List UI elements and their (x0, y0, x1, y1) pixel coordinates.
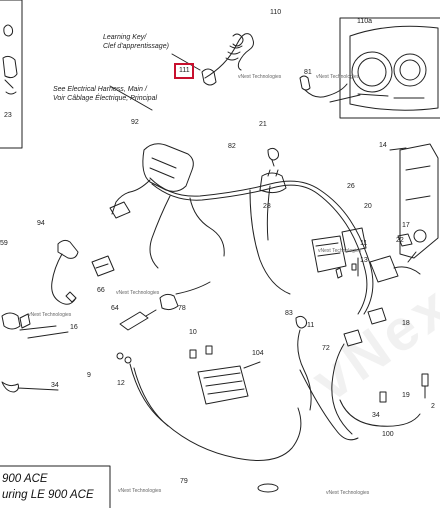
learning-key-plug (201, 68, 217, 86)
watermark-6: vNext Technologies (118, 488, 162, 494)
label-79: 79 (180, 478, 188, 485)
bracket-14 (399, 143, 439, 259)
label-78: 78 (178, 305, 186, 312)
connector-66 (91, 255, 115, 277)
connector-78 (159, 293, 179, 311)
label-22: 22 (396, 237, 404, 244)
label-104: 104 (252, 350, 264, 357)
connector-81 (299, 75, 311, 91)
label-20: 20 (364, 203, 372, 210)
label-92: 92 (131, 119, 139, 126)
gauge-cluster (349, 25, 439, 111)
connector-17 (397, 233, 413, 247)
label-111: 111 (179, 67, 190, 74)
watermark-3: vNext Technologies (318, 248, 362, 254)
label-14: 14 (379, 142, 387, 149)
label-21: 21 (259, 121, 267, 128)
label-83: 83 (285, 310, 293, 317)
watermark-4: vNext Technologies (116, 290, 160, 296)
gauge-inset-box (339, 17, 440, 119)
cable-79 (129, 363, 302, 461)
voltage-regulator-104 (197, 365, 249, 405)
label-64: 64 (111, 305, 119, 312)
watermark-7: vNext Technologies (326, 490, 370, 496)
main-harness (149, 177, 374, 315)
label-110a: 110a (357, 18, 373, 25)
inset-box-bottom (0, 465, 111, 508)
label-28: 28 (263, 203, 271, 210)
label-34-right: 34 (372, 412, 380, 419)
label-23: 23 (4, 112, 12, 119)
connector-92 (142, 143, 194, 192)
label-100: 100 (382, 431, 394, 438)
model-name-2: uring LE 900 ACE (2, 489, 94, 501)
label-82: 82 (228, 143, 236, 150)
connector-83 (295, 315, 307, 329)
label-59: 59 (0, 240, 8, 247)
connector-94 (57, 239, 79, 259)
learning-key-note-line2: Clef d'apprentissage) (103, 42, 169, 50)
label-18: 18 (402, 320, 410, 327)
learning-key-note: Learning Key/ Clef d'apprentissage) (103, 34, 169, 51)
watermark-1: vNext Technologies (238, 74, 282, 80)
label-94: 94 (37, 220, 45, 227)
harness-note-line2: Voir Câblage Électrique, Principal (53, 94, 158, 102)
label-10: 10 (189, 329, 197, 336)
watermark-2: vNext Technologies (316, 74, 360, 80)
connector-59 (1, 312, 31, 330)
connector-18 (367, 307, 387, 325)
sensor-64 (119, 309, 157, 331)
label-12: 12 (117, 380, 125, 387)
label-17: 17 (402, 222, 410, 229)
cable-100 (339, 399, 421, 427)
label-11: 11 (360, 240, 368, 247)
harness-note-line1: See Electrical Harness, Main / (53, 86, 147, 93)
label-11-lower: 11 (307, 322, 315, 329)
label-13: 13 (360, 257, 368, 264)
label-16: 16 (70, 324, 78, 331)
connector-72 (343, 329, 363, 347)
label-2: 2 (431, 403, 435, 410)
watermark-5: vNext Technologies (28, 312, 72, 318)
inset-part-clip (2, 55, 18, 95)
fuse-10 (189, 345, 213, 359)
connector-92b (109, 201, 131, 219)
relay-20 (341, 227, 367, 253)
label-26: 26 (347, 183, 355, 190)
label-66: 66 (97, 287, 105, 294)
inset-part-top (3, 24, 14, 37)
harness-reference-note: See Electrical Harness, Main / Voir Câbl… (53, 86, 157, 103)
learning-key-note-line1: Learning Key/ (103, 34, 147, 41)
label-81: 81 (304, 69, 312, 76)
label-9: 9 (87, 372, 91, 379)
cable-34 (299, 369, 359, 441)
learning-key-cord (204, 33, 254, 79)
sensor-21 (267, 147, 279, 161)
inset-box-left (0, 0, 23, 149)
label-72: 72 (322, 345, 330, 352)
highlighted-part-111[interactable] (174, 63, 194, 79)
label-110: 110 (270, 9, 282, 16)
relay-box-26 (311, 235, 347, 273)
connector-22 (369, 255, 399, 283)
model-name-1: 900 ACE (2, 473, 48, 485)
label-34-left: 34 (51, 382, 59, 389)
label-19: 19 (402, 392, 410, 399)
